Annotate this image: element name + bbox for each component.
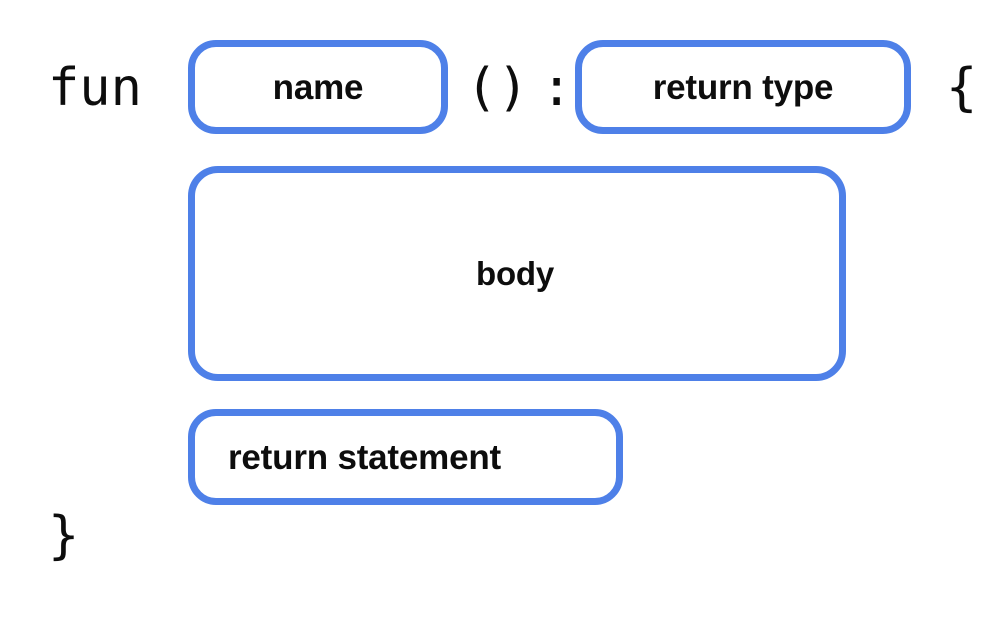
slot-return-statement-label: return statement [228,437,501,477]
type-colon-token: : [541,58,573,118]
slot-return-type-label: return type [652,67,834,107]
slot-function-name-label: name [272,67,364,107]
keyword-fun-token: fun [48,58,142,118]
slot-return-statement[interactable]: return statement [188,409,623,505]
close-brace-token: } [48,506,80,566]
open-brace-token: { [946,58,978,118]
slot-body-label: body [475,255,555,292]
slot-body[interactable]: body [188,166,846,381]
parameter-parentheses-token: () [466,58,529,118]
slot-return-type[interactable]: return type [575,40,911,134]
slot-function-name[interactable]: name [188,40,448,134]
